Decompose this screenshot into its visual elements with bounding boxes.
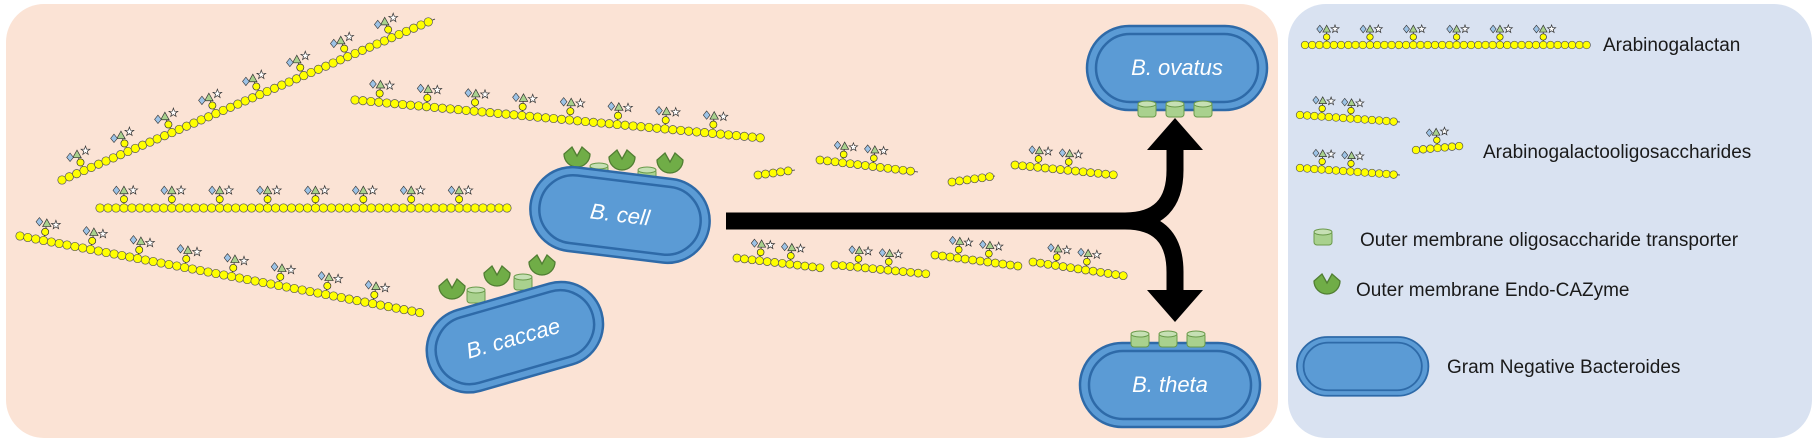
legend-bacteroides: Gram Negative Bacteroides <box>1447 357 1680 378</box>
arabinogalactan-chains <box>15 12 1128 318</box>
polysaccharide-chain-icon <box>1295 148 1401 179</box>
legend-oligosaccharides: Arabinogalactooligosaccharides <box>1483 142 1751 163</box>
bacterium-b-theta: B. theta <box>1078 330 1262 429</box>
polysaccharide-chain-icon <box>1010 145 1118 180</box>
polysaccharide-chain-icon <box>1028 243 1128 281</box>
polysaccharide-chain-icon <box>15 217 425 318</box>
transporter-icon <box>1313 228 1333 246</box>
bacterium-b-caccae: B. caccae <box>415 254 615 404</box>
polysaccharide-chain-icon <box>95 184 512 213</box>
legend-cazyme: Outer membrane Endo-CAZyme <box>1356 280 1630 301</box>
legend-arabinogalactan: Arabinogalactan <box>1603 35 1740 56</box>
legend-transporter: Outer membrane oligosaccharide transport… <box>1360 230 1739 251</box>
polysaccharide-chain-icon <box>930 235 1023 271</box>
polysaccharide-chain-icon <box>1295 95 1401 126</box>
transporter-icon <box>1130 330 1206 348</box>
polysaccharide-chain-icon <box>1300 23 1591 50</box>
transporter-icon <box>1137 100 1213 118</box>
polysaccharide-chain-icon <box>830 245 931 279</box>
polysaccharide-chain-icon <box>1295 23 1591 179</box>
branching-arrow-icon <box>726 118 1203 322</box>
polysaccharide-chain-icon <box>947 172 996 187</box>
b-theta-label: B. theta <box>1132 372 1208 397</box>
bacterium-b-ovatus: B. ovatus <box>1085 24 1269 118</box>
polysaccharide-chain-icon <box>815 140 919 176</box>
legend-panel <box>1288 4 1812 438</box>
polysaccharide-chain-icon <box>350 79 765 143</box>
polysaccharide-chain-icon <box>1411 126 1464 155</box>
bacterium-icon <box>1296 336 1430 397</box>
polysaccharide-chain-icon <box>753 166 796 180</box>
bacterium-b-cell: B. cell <box>524 146 716 269</box>
b-ovatus-label: B. ovatus <box>1131 55 1223 80</box>
polysaccharide-chain-icon <box>732 238 825 273</box>
legend: Arabinogalactan Arabinogalactooligosacch… <box>1295 23 1751 397</box>
polysaccharide-chain-icon <box>57 12 436 185</box>
